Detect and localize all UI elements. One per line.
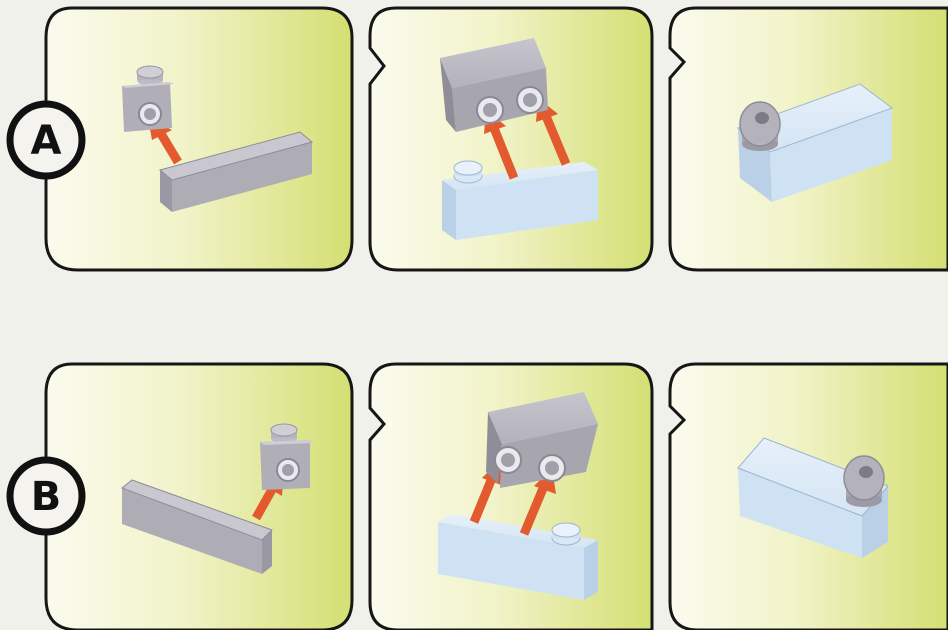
step-badge-a: A xyxy=(10,104,82,176)
step-badge-a-label: A xyxy=(31,118,62,164)
panel-b1 xyxy=(46,364,352,630)
step-badge-b: B xyxy=(10,460,82,532)
panel-b2 xyxy=(370,364,652,630)
row-b: B xyxy=(10,364,948,630)
row-a: A xyxy=(10,8,948,270)
step-badge-b-label: B xyxy=(31,474,62,520)
